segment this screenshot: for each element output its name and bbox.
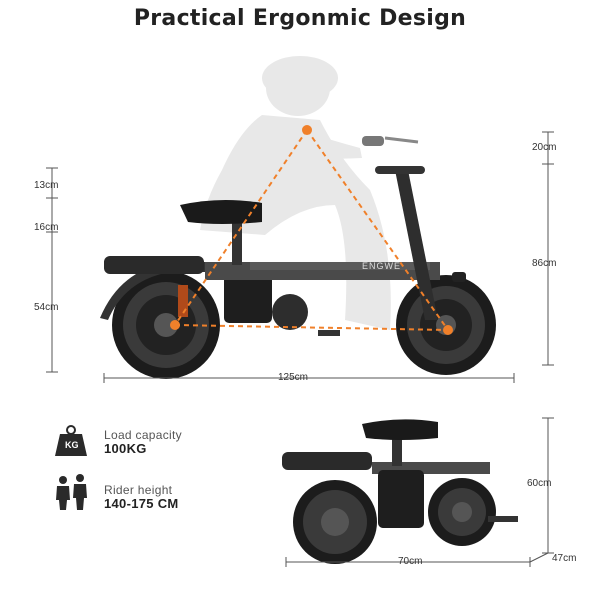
rider-silhouette	[200, 56, 391, 330]
triangle-points	[170, 125, 453, 335]
seat-post-dimension: 16cm	[34, 222, 59, 233]
length-dimension: 125cm	[278, 372, 309, 383]
folded-height-dimension: 60cm	[527, 478, 552, 489]
page-title: Practical Ergonmic Design	[133, 6, 467, 31]
seat-height-dimension: 54cm	[34, 302, 59, 313]
weight-icon-text: KG	[65, 440, 79, 450]
main-bike	[100, 136, 496, 379]
load-capacity-label: Load capacity	[104, 428, 182, 442]
folded-width-dimension: 47cm	[552, 553, 577, 564]
rider-height-value: 140-175 CM	[104, 496, 179, 511]
folded-dimension-lines	[285, 417, 554, 567]
folded-length-dimension: 70cm	[398, 556, 423, 567]
weight-kg-icon	[55, 425, 87, 456]
handlebar-height-dimension: 86cm	[532, 258, 557, 269]
load-capacity-value: 100KG	[104, 441, 147, 456]
handlebar-adjust-dimension: 20cm	[532, 142, 557, 153]
left-dimension-lines	[46, 167, 58, 373]
ergonomic-triangle	[174, 129, 449, 331]
seat-adjust-dimension: 13cm	[34, 180, 59, 191]
length-dimension-line	[103, 373, 515, 383]
frame-brand-text: ENGWE	[362, 261, 402, 271]
folded-bike	[282, 419, 518, 564]
right-dimension-lines	[542, 131, 554, 366]
rider-height-icon	[56, 474, 87, 510]
rider-height-label: Rider height	[104, 483, 173, 497]
